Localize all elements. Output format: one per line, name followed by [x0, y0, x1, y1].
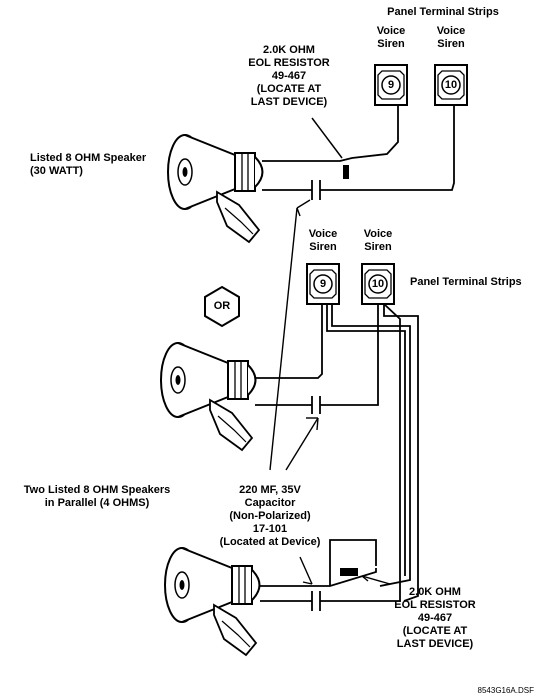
resistor-leader-line: [311, 117, 343, 159]
top-resistor-label: 2.0K OHM EOL RESISTOR 49-467 (LOCATE AT …: [248, 44, 330, 108]
speaker-icon: [164, 547, 261, 656]
top-terminal-10-number: 10: [444, 79, 458, 91]
bottom-wiring: [255, 303, 419, 611]
top-wiring: [262, 105, 455, 200]
top-voice-siren-10-caption: Voice Siren: [436, 25, 466, 50]
or-label: OR: [213, 300, 231, 312]
bottom-resistor-label: 2.0K OHM EOL RESISTOR 49-467 (LOCATE AT …: [394, 586, 476, 650]
or-hexagon: [204, 285, 240, 328]
top-terminal-9-number: 9: [387, 79, 395, 91]
top-resistor: [343, 165, 349, 179]
bottom-terminal-strips-label: Panel Terminal Strips: [410, 276, 522, 288]
top-voice-siren-9-caption: Voice Siren: [376, 25, 406, 50]
bottom-terminal-9-number: 9: [319, 278, 327, 290]
leader-lines: [269, 199, 391, 585]
bottom-voice-siren-9-caption: Voice Siren: [308, 228, 338, 253]
bottom-resistor: [340, 568, 358, 576]
capacitor-label: 220 MF, 35V Capacitor (Non-Polarized) 17…: [219, 484, 321, 548]
bottom-voice-siren-10-caption: Voice Siren: [363, 228, 393, 253]
two-speakers-label: Two Listed 8 OHM Speakers in Parallel (4…: [23, 484, 171, 509]
bottom-terminal-10-number: 10: [371, 278, 385, 290]
top-speaker-label: Listed 8 OHM Speaker (30 WATT): [30, 152, 147, 177]
speaker-icon: [167, 134, 264, 243]
drawing-id: 8543G16A.DSF: [477, 686, 534, 695]
top-terminal-strips-label: Panel Terminal Strips: [387, 6, 499, 18]
speaker-icon: [160, 342, 257, 451]
